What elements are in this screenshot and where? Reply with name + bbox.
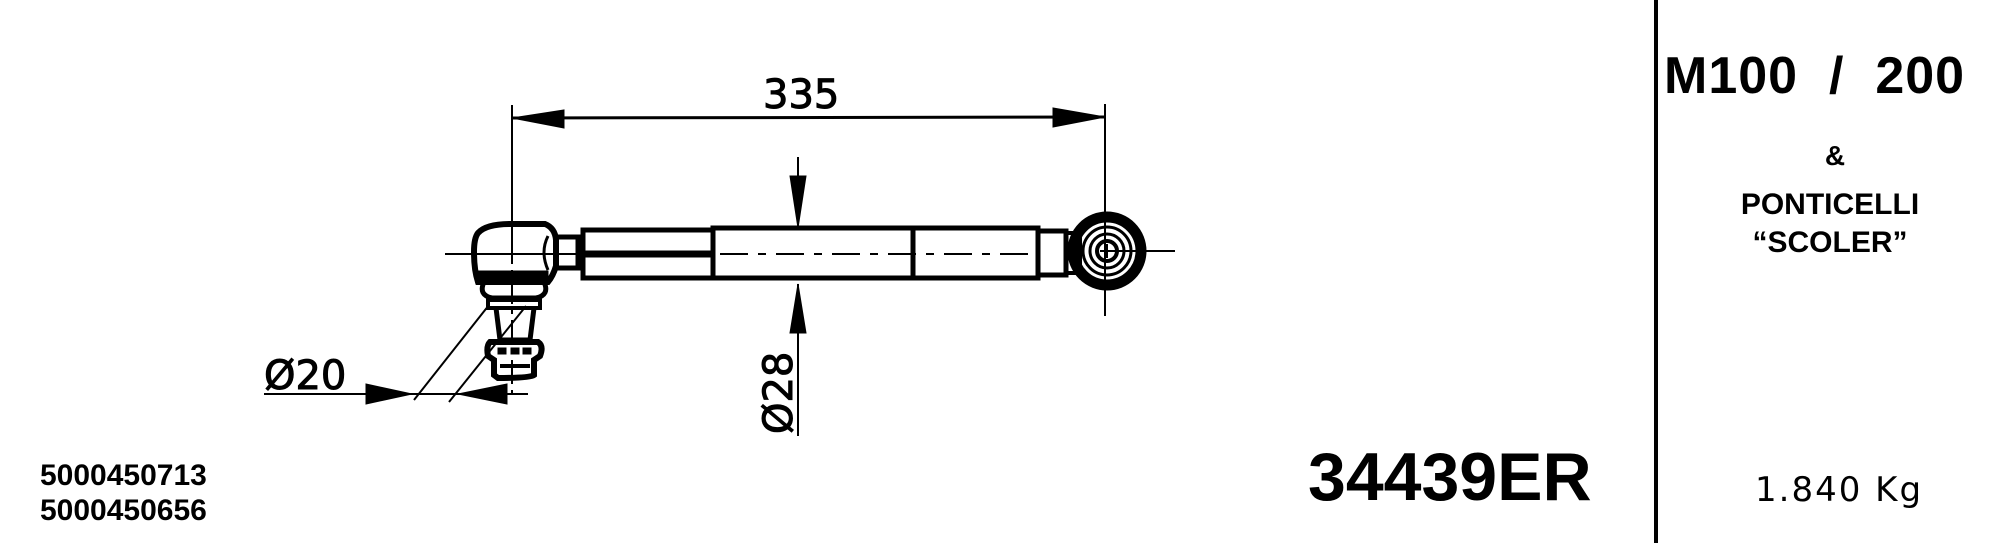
rod-diameter-value: Ø28	[756, 352, 802, 434]
rod-diameter-dimension: Ø28	[756, 157, 807, 436]
subtitle-line-2: “SCOLER”	[1752, 226, 1908, 259]
reference-number: 5000450713	[40, 459, 207, 492]
right-eye-joint	[1067, 211, 1147, 291]
reference-numbers: 5000450713 5000450656	[40, 458, 207, 528]
subtitle-line-1: PONTICELLI	[1740, 188, 1920, 221]
model-title: M100 / 200	[1664, 47, 1966, 105]
stud-diameter-dimension: Ø20	[264, 304, 528, 405]
reference-number: 5000450656	[40, 494, 207, 527]
title-block-divider	[1654, 0, 1658, 543]
length-value: 335	[763, 72, 839, 118]
rod-body	[580, 225, 1082, 281]
application-subtitle: PONTICELLI “SCOLER”	[1710, 186, 1950, 262]
part-number: 34439ER	[1308, 439, 1592, 515]
left-ball-joint	[470, 221, 581, 382]
weight-label: 1.840 Kg	[1755, 470, 1924, 510]
stud-diameter-value: Ø20	[264, 353, 346, 399]
length-dimension: 335	[511, 72, 1106, 262]
ampersand-label: &	[1824, 140, 1846, 171]
